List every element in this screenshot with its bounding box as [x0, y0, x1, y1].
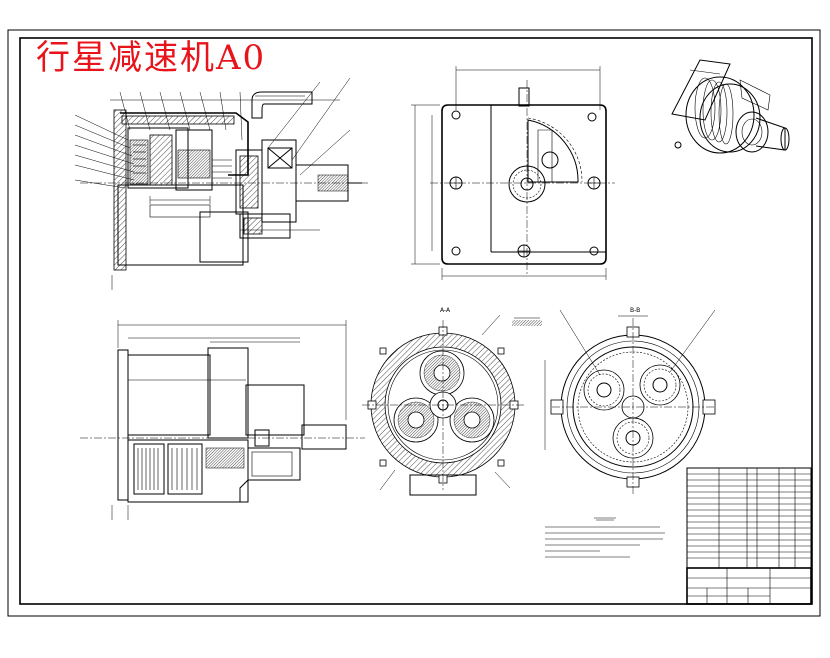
isometric-view — [671, 59, 790, 154]
main-section-view — [74, 77, 370, 290]
side-elevation-view — [80, 320, 365, 520]
front-view — [411, 66, 615, 280]
section-b-view: B-B — [550, 307, 716, 495]
parts-list — [686, 467, 812, 569]
title-block — [686, 567, 812, 605]
section-a-view: A-A — [362, 307, 546, 496]
section-a-label: A-A — [440, 307, 451, 314]
drawing-title: 行星减速机A0 — [36, 38, 267, 78]
technical-notes — [545, 517, 665, 558]
sheet-frame — [7, 29, 821, 617]
section-b-label: B-B — [630, 307, 640, 314]
